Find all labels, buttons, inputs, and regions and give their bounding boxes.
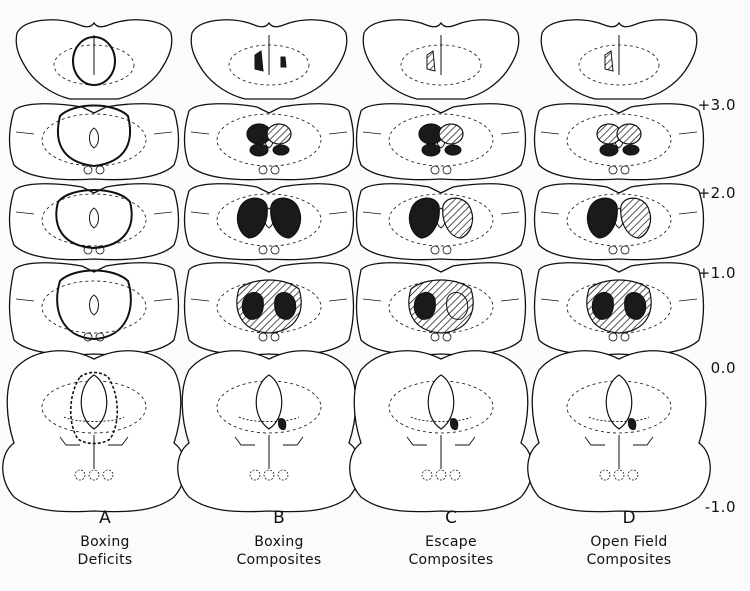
lesion-patch-right bbox=[439, 124, 463, 144]
lesion-patch-dark bbox=[625, 292, 646, 319]
lesion-patch-dark bbox=[592, 292, 613, 319]
column-d-title-line1: Open Field bbox=[559, 533, 699, 551]
lesion-patch-right bbox=[617, 124, 641, 144]
lesion-patch bbox=[445, 145, 461, 155]
coord-label-plus-2: +2.0 bbox=[698, 184, 736, 202]
lesion-patch-dark bbox=[275, 292, 296, 319]
brain-section-d-2 bbox=[535, 104, 704, 180]
lesion-patch bbox=[450, 419, 457, 430]
column-a-title-line2: Deficits bbox=[35, 551, 175, 569]
coord-label-zero: 0.0 bbox=[711, 359, 736, 377]
brain-section-b-3 bbox=[185, 184, 354, 260]
lesion-patch-dark bbox=[447, 292, 468, 319]
lesion-patch bbox=[623, 145, 639, 155]
lesion-patch bbox=[250, 144, 268, 156]
lesion-patch-dark bbox=[414, 292, 435, 319]
column-c-letter: C bbox=[381, 509, 521, 527]
lesion-patch bbox=[278, 419, 285, 430]
brain-section-d-5 bbox=[528, 351, 711, 512]
brain-section-b-5 bbox=[178, 351, 361, 512]
ventricle bbox=[90, 128, 99, 148]
lesion-patch bbox=[281, 57, 286, 67]
brain-section-b-4 bbox=[185, 263, 354, 355]
brain-section-a-2 bbox=[10, 104, 179, 180]
ventricle bbox=[90, 208, 99, 228]
coord-label-minus-1: -1.0 bbox=[705, 498, 736, 516]
lesion-patch bbox=[628, 419, 635, 430]
column-a-letter: A bbox=[35, 509, 175, 527]
column-c-title-line1: Escape bbox=[381, 533, 521, 551]
lesion-patch bbox=[255, 51, 263, 71]
brain-section-a-1 bbox=[16, 20, 172, 99]
brain-section-a-5 bbox=[3, 351, 186, 512]
lesion-patch bbox=[422, 144, 440, 156]
brain-section-d-3 bbox=[535, 184, 704, 260]
column-a-caption: A Boxing Deficits bbox=[35, 509, 175, 569]
column-d-caption: D Open Field Composites bbox=[559, 509, 699, 569]
column-c-title-line2: Composites bbox=[381, 551, 521, 569]
ventricle bbox=[90, 295, 99, 315]
column-b-caption: B Boxing Composites bbox=[209, 509, 349, 569]
brain-section-a-3 bbox=[10, 184, 179, 260]
column-d-letter: D bbox=[559, 509, 699, 527]
brain-section-c-4 bbox=[357, 263, 526, 355]
lesion-patch-right bbox=[267, 124, 291, 144]
brain-section-a-4 bbox=[10, 263, 179, 355]
lesion-patch-dark bbox=[242, 292, 263, 319]
lesion-patch bbox=[427, 51, 435, 71]
brain-section-d-4 bbox=[535, 263, 704, 355]
brain-section-b-1 bbox=[191, 20, 347, 99]
coord-label-plus-3: +3.0 bbox=[698, 96, 736, 114]
brain-section-c-3 bbox=[357, 184, 526, 260]
lesion-patch bbox=[273, 145, 289, 155]
lesion-patch bbox=[600, 144, 618, 156]
column-b-title-line1: Boxing bbox=[209, 533, 349, 551]
column-a-title-line1: Boxing bbox=[35, 533, 175, 551]
brain-section-c-1 bbox=[363, 20, 519, 99]
column-d-title-line2: Composites bbox=[559, 551, 699, 569]
brain-section-c-2 bbox=[357, 104, 526, 180]
column-c-caption: C Escape Composites bbox=[381, 509, 521, 569]
brain-section-d-1 bbox=[541, 20, 697, 99]
lesion-patch bbox=[605, 51, 613, 71]
brain-section-c-5 bbox=[350, 351, 533, 512]
column-b-title-line2: Composites bbox=[209, 551, 349, 569]
brain-section-b-2 bbox=[185, 104, 354, 180]
column-b-letter: B bbox=[209, 509, 349, 527]
coord-label-plus-1: +1.0 bbox=[698, 264, 736, 282]
